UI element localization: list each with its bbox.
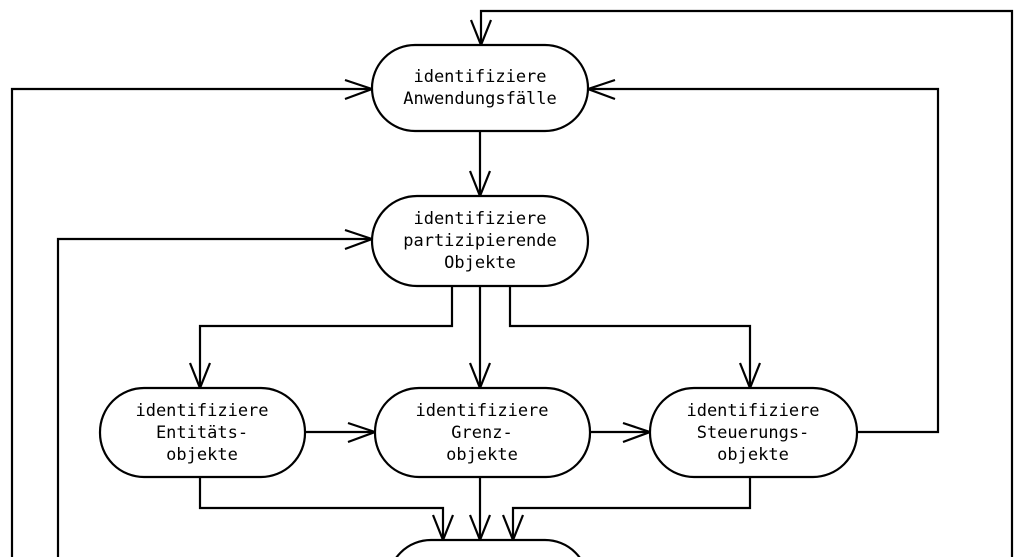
node-label-steuerungs-line2: Steuerungs-	[697, 423, 810, 443]
node-label-anwendungsfaelle-line1: identifiziere	[413, 67, 546, 87]
node-label-grenz-line3: objekte	[446, 445, 518, 465]
edge-feedback-top-to-anwendungsfaelle[interactable]	[479, 9, 1014, 557]
edge-layer	[10, 9, 1014, 557]
node-label-anwendungsfaelle-line2: Anwendungsfälle	[403, 89, 557, 109]
node-label-steuerungs-line1: identifiziere	[686, 401, 819, 421]
node-layer: identifiziere Anwendungsfälle identifizi…	[98, 43, 859, 557]
node-label-partizipierende-line1: identifiziere	[413, 209, 546, 229]
node-identifiziere-steuerungsobjekte[interactable]: identifiziere Steuerungs- objekte	[648, 386, 859, 479]
node-label-entitaets-line3: objekte	[166, 445, 238, 465]
node-shape-entitaetsobjekte	[98, 386, 307, 479]
edge-partizipierende-to-steuerungs[interactable]	[508, 286, 752, 388]
node-label-partizipierende-line2: partizipierende	[403, 231, 557, 251]
node-identifiziere-grenzobjekte[interactable]: identifiziere Grenz- objekte	[373, 386, 592, 479]
node-shape-grenzobjekte	[373, 386, 592, 479]
edge-entitaets-to-bottom[interactable]	[198, 477, 445, 540]
node-label-steuerungs-line3: objekte	[717, 445, 789, 465]
node-label-entitaets-line2: Entitäts-	[156, 423, 248, 443]
node-shape-anwendungsfaelle	[370, 43, 590, 133]
node-shape-steuerungsobjekte	[648, 386, 859, 479]
node-identifiziere-entitaetsobjekte[interactable]: identifiziere Entitäts- objekte	[98, 386, 307, 479]
edge-feedback-left-to-partizipierende[interactable]	[56, 237, 372, 557]
node-label-entitaets-line1: identifiziere	[135, 401, 268, 421]
node-shape-partizipierende-objekte	[370, 194, 590, 288]
edge-steuerungs-to-bottom[interactable]	[511, 477, 752, 540]
edge-feedback-left-to-anwendungsfaelle[interactable]	[10, 87, 372, 557]
node-identifiziere-anwendungsfaelle[interactable]: identifiziere Anwendungsfälle	[370, 43, 590, 133]
node-shape-bottom-clipped	[395, 538, 581, 557]
node-identifiziere-partizipierende-objekte[interactable]: identifiziere partizipierende Objekte	[370, 194, 590, 288]
node-label-grenz-line1: identifiziere	[415, 401, 548, 421]
node-bottom-clipped[interactable]	[388, 538, 588, 557]
node-label-grenz-line2: Grenz-	[451, 423, 512, 443]
edge-partizipierende-to-entitaets[interactable]	[198, 286, 454, 388]
node-label-partizipierende-line3: Objekte	[444, 253, 516, 273]
edge-feedback-steuerungs-to-anwendungsfaelle[interactable]	[588, 87, 940, 434]
